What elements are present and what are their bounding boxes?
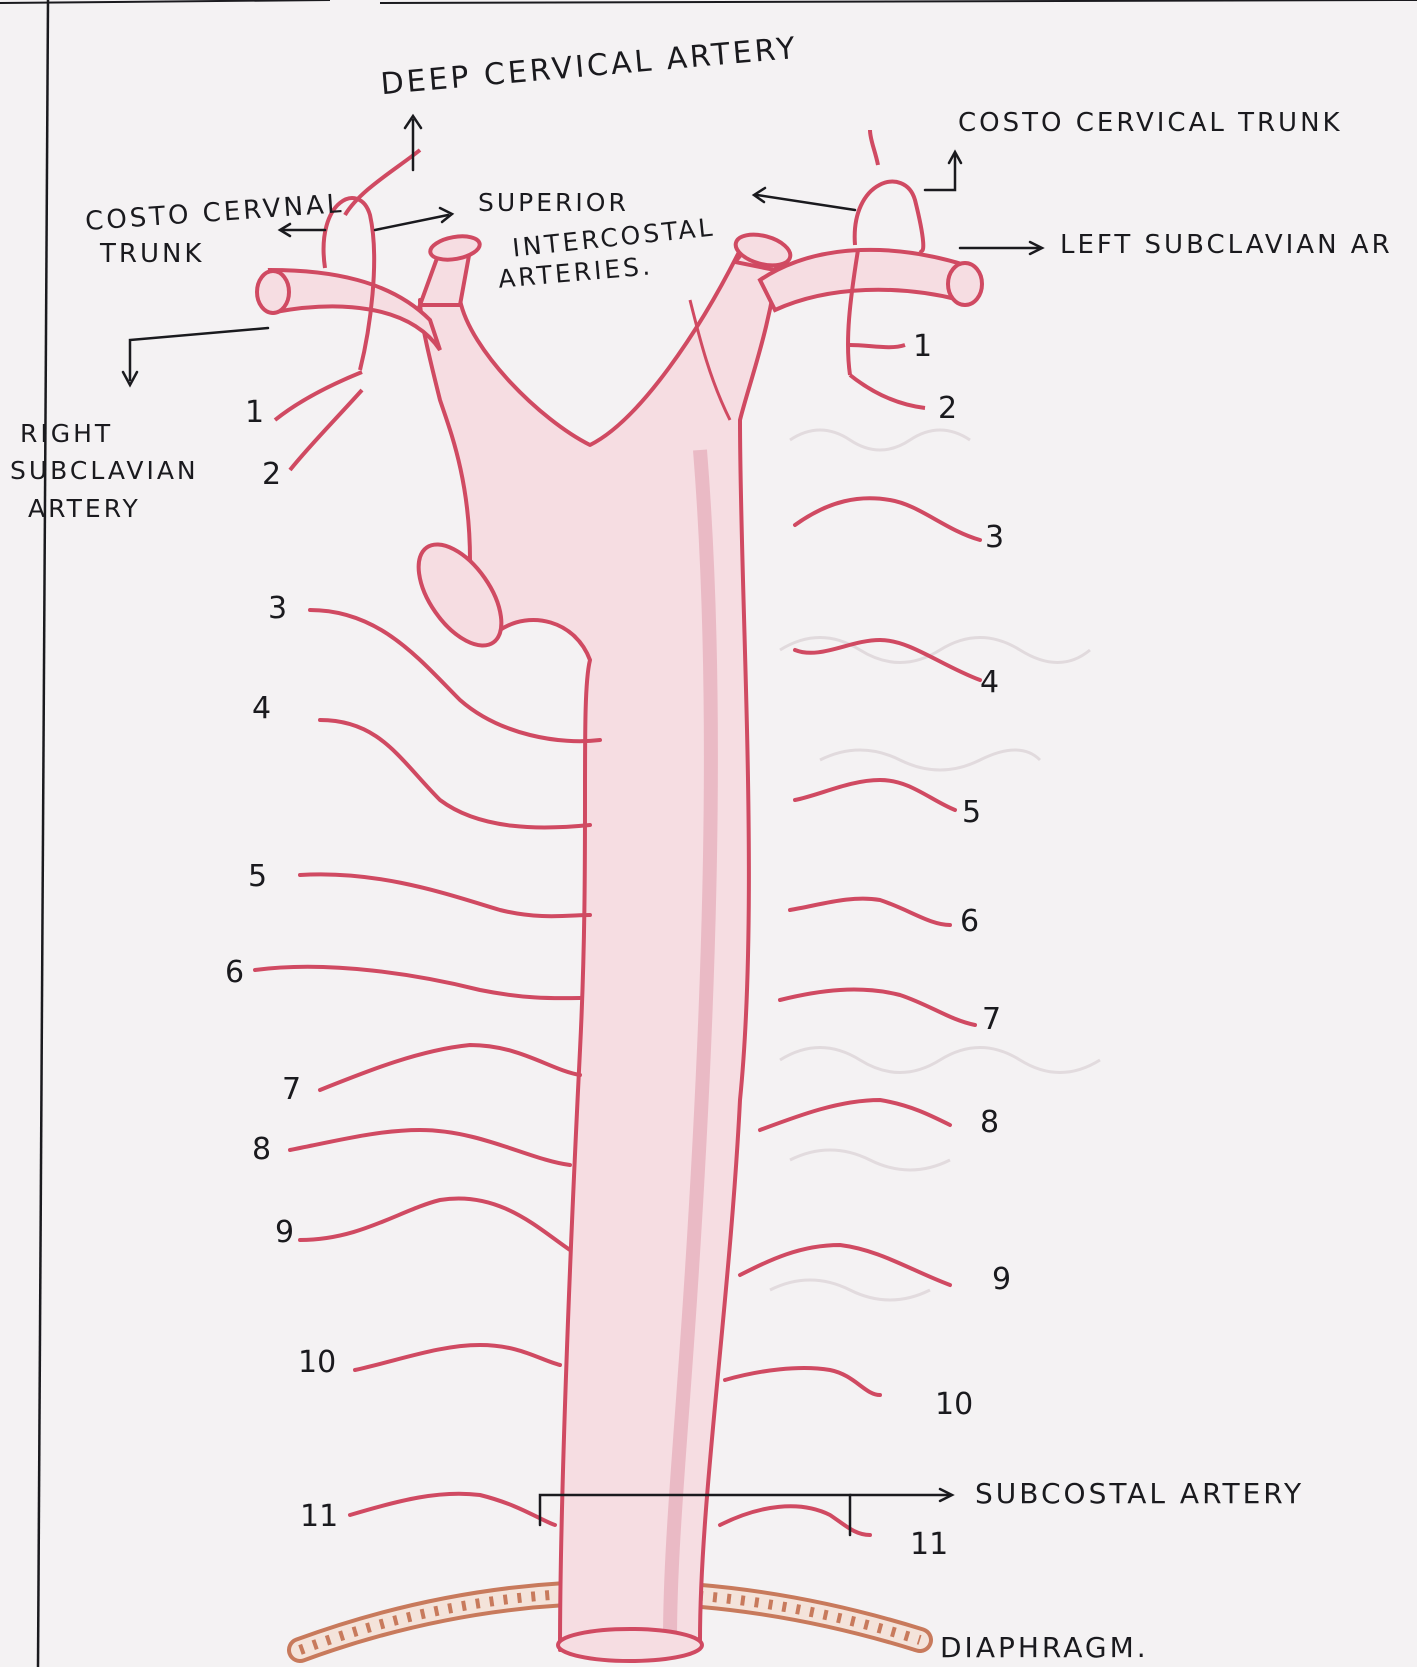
right-subclavian-label-1: RIGHT xyxy=(20,418,113,449)
top-rule xyxy=(0,0,330,3)
right-intercostal-number: 6 xyxy=(225,958,244,988)
aorta xyxy=(402,250,780,1661)
right-intercostal-number: 3 xyxy=(268,594,287,624)
right-intercostal-arteries xyxy=(255,610,600,1525)
right-intercostal-number: 9 xyxy=(275,1218,294,1248)
costo-cervical-trunk-right-label-2: TRUNK xyxy=(100,238,204,271)
diaphragm-label: DIAPHRAGM. xyxy=(940,1630,1149,1665)
left-intercostal-number: 11 xyxy=(910,1530,948,1560)
right-intercostal-number: 8 xyxy=(252,1135,271,1165)
left-intercostal-number: 8 xyxy=(980,1108,999,1138)
left-intercostal-number: 4 xyxy=(980,668,999,698)
subcostal-artery-label: SUBCOSTAL ARTERY xyxy=(975,1476,1304,1511)
right-intercostal-number: 10 xyxy=(298,1348,336,1378)
costo-cervical-trunk-left-label: COSTO CERVICAL TRUNK xyxy=(958,107,1343,140)
right-intercostal-number: 4 xyxy=(252,694,271,724)
left-intercostal-number: 7 xyxy=(982,1005,1001,1035)
right-intercostal-number: 7 xyxy=(282,1075,301,1105)
right-intercostal-number: 2 xyxy=(262,460,281,490)
left-intercostal-number: 2 xyxy=(938,394,957,424)
left-intercostal-number: 5 xyxy=(962,798,981,828)
left-intercostal-arteries xyxy=(720,498,980,1535)
left-intercostal-number: 1 xyxy=(913,332,932,362)
left-subclavian-artery xyxy=(760,130,982,408)
right-subclavian-label-3: ARTERY xyxy=(28,493,141,524)
right-subclavian-label-2: SUBCLAVIAN xyxy=(10,455,199,486)
right-intercostal-number: 1 xyxy=(245,398,264,428)
top-rule xyxy=(380,0,1417,3)
bleed-through-writing xyxy=(770,430,1100,1300)
left-intercostal-number: 9 xyxy=(992,1265,1011,1295)
left-intercostal-number: 6 xyxy=(960,907,979,937)
right-intercostal-number: 11 xyxy=(300,1502,338,1532)
right-intercostal-number: 5 xyxy=(248,862,267,892)
left-intercostal-number: 10 xyxy=(935,1390,973,1420)
left-intercostal-number: 3 xyxy=(985,523,1004,553)
margin-line xyxy=(38,0,48,1667)
left-subclavian-label: LEFT SUBCLAVIAN AR xyxy=(1060,229,1393,262)
aorta-lower-end xyxy=(558,1629,702,1661)
superior-intercostal-label-1: SUPERIOR xyxy=(478,187,629,218)
